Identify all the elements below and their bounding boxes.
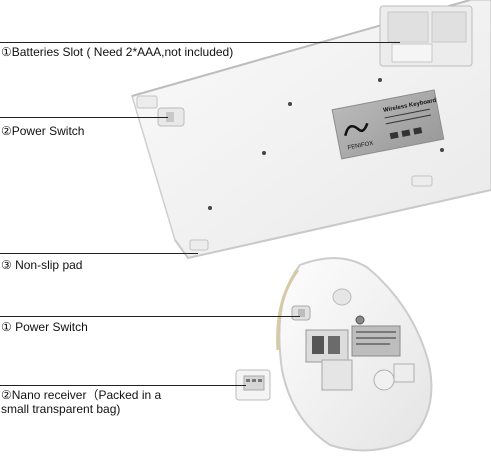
screw-hole bbox=[378, 78, 382, 82]
keyboard-foot bbox=[136, 95, 158, 109]
leader-line-nonslip bbox=[0, 253, 198, 254]
callout-keyboard-power-switch: ②Power Switch bbox=[1, 124, 85, 138]
keyboard-foot bbox=[189, 239, 209, 251]
screw-hole bbox=[355, 315, 365, 325]
leader-line-mouse-power bbox=[0, 316, 300, 317]
screw-hole bbox=[208, 206, 212, 210]
keyboard-label-plate: FENIFOX Wireless Keyboard bbox=[331, 89, 445, 160]
screw-hole bbox=[262, 151, 266, 155]
callout-batteries-slot: ①Batteries Slot ( Need 2*AAA,not include… bbox=[1, 45, 234, 59]
battery-slot bbox=[379, 5, 473, 67]
screw-hole bbox=[288, 102, 292, 106]
screw-hole bbox=[440, 148, 444, 152]
callout-mouse-power-switch: ① Power Switch bbox=[1, 320, 88, 334]
leader-line-nano bbox=[0, 385, 246, 386]
callout-nano-receiver: ②Nano receiver（Packed in a small transpa… bbox=[1, 388, 162, 416]
leader-line-kb-power bbox=[0, 117, 168, 118]
mouse-power-switch bbox=[291, 305, 311, 321]
keyboard-bottom: FENIFOX Wireless Keyboard bbox=[131, 0, 491, 260]
leader-line-batteries bbox=[0, 42, 400, 43]
optical-sensor bbox=[321, 359, 353, 391]
callout-non-slip-pad: ③ Non-slip pad bbox=[1, 258, 83, 272]
mouse-bottom bbox=[276, 257, 433, 452]
keyboard-foot bbox=[411, 175, 433, 187]
receiver-storage bbox=[305, 329, 349, 363]
mouse-label-plate bbox=[351, 325, 401, 357]
brand-name: FENIFOX bbox=[347, 141, 374, 152]
